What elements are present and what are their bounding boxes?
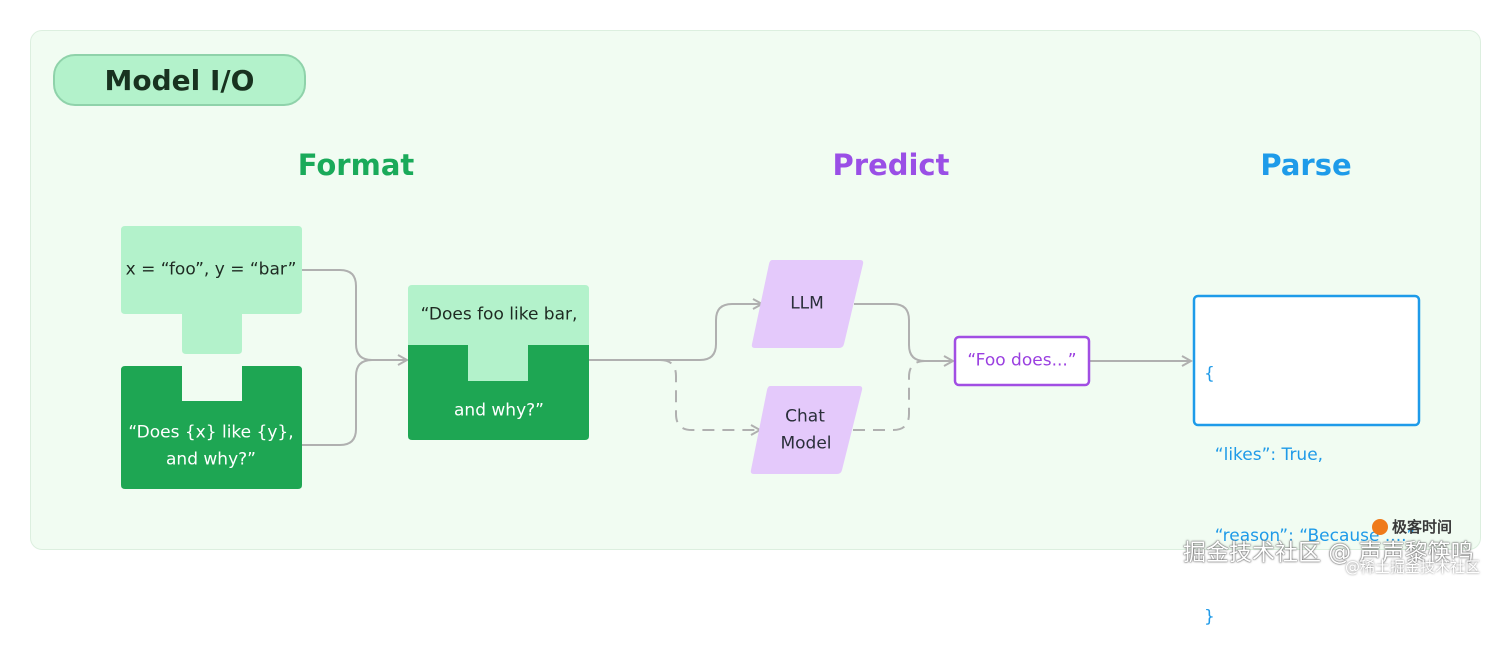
json-line-4: } <box>1204 607 1215 627</box>
json-box <box>1192 294 1421 427</box>
llm-shape <box>751 260 864 348</box>
predict-heading: Predict <box>832 148 950 182</box>
llm-label: LLM <box>790 293 824 314</box>
prompt-text-line2: and why?” <box>454 400 544 421</box>
prompt-box-top <box>408 285 589 381</box>
flow-diagram <box>121 226 1421 489</box>
connector-chat-to-output <box>853 360 926 431</box>
chat-model-label-line1: Chat <box>785 406 825 427</box>
template-box <box>121 366 302 489</box>
chat-model-label-line2: Model <box>780 433 832 454</box>
json-line-2: “likes”: True, <box>1204 445 1324 465</box>
connector-llm-to-output <box>854 303 953 361</box>
json-line-3: “reason”: “Because ....” <box>1204 526 1416 546</box>
prompt-box-bottom <box>408 345 589 440</box>
json-line-1: { <box>1204 364 1215 384</box>
connector-variables-to-prompt <box>302 269 407 360</box>
sub-watermark: @稀土掘金技术社区 <box>1345 558 1481 576</box>
connector-prompt-to-llm <box>589 304 762 361</box>
output-box <box>953 335 1091 387</box>
variables-text: x = “foo”, y = “bar” <box>125 259 297 280</box>
brand-logo-icon <box>1372 518 1388 535</box>
parse-heading: Parse <box>1260 148 1352 182</box>
variables-box <box>121 226 302 354</box>
parsed-json: { “likes”: True, “reason”: “Because ....… <box>1204 307 1415 658</box>
connector-prompt-to-chat <box>659 359 760 430</box>
title-text: Model I/O <box>104 63 255 97</box>
format-heading: Format <box>297 148 415 182</box>
brand-text: 极客时间 <box>1392 518 1453 536</box>
template-text-line1: “Does {x} like {y}, <box>128 422 294 443</box>
brand-watermark: 极客时间 <box>1372 516 1452 537</box>
output-text: “Foo does...” <box>967 350 1077 371</box>
main-watermark: 掘金技术社区 @ 声声黎筷鸣 <box>1183 540 1474 566</box>
connector-template-to-prompt <box>302 359 373 446</box>
template-text-line2: and why?” <box>166 449 256 470</box>
chat-model-shape <box>750 386 863 474</box>
prompt-text-line1: “Does foo like bar, <box>420 304 578 325</box>
title-pill: Model I/O <box>53 54 306 106</box>
